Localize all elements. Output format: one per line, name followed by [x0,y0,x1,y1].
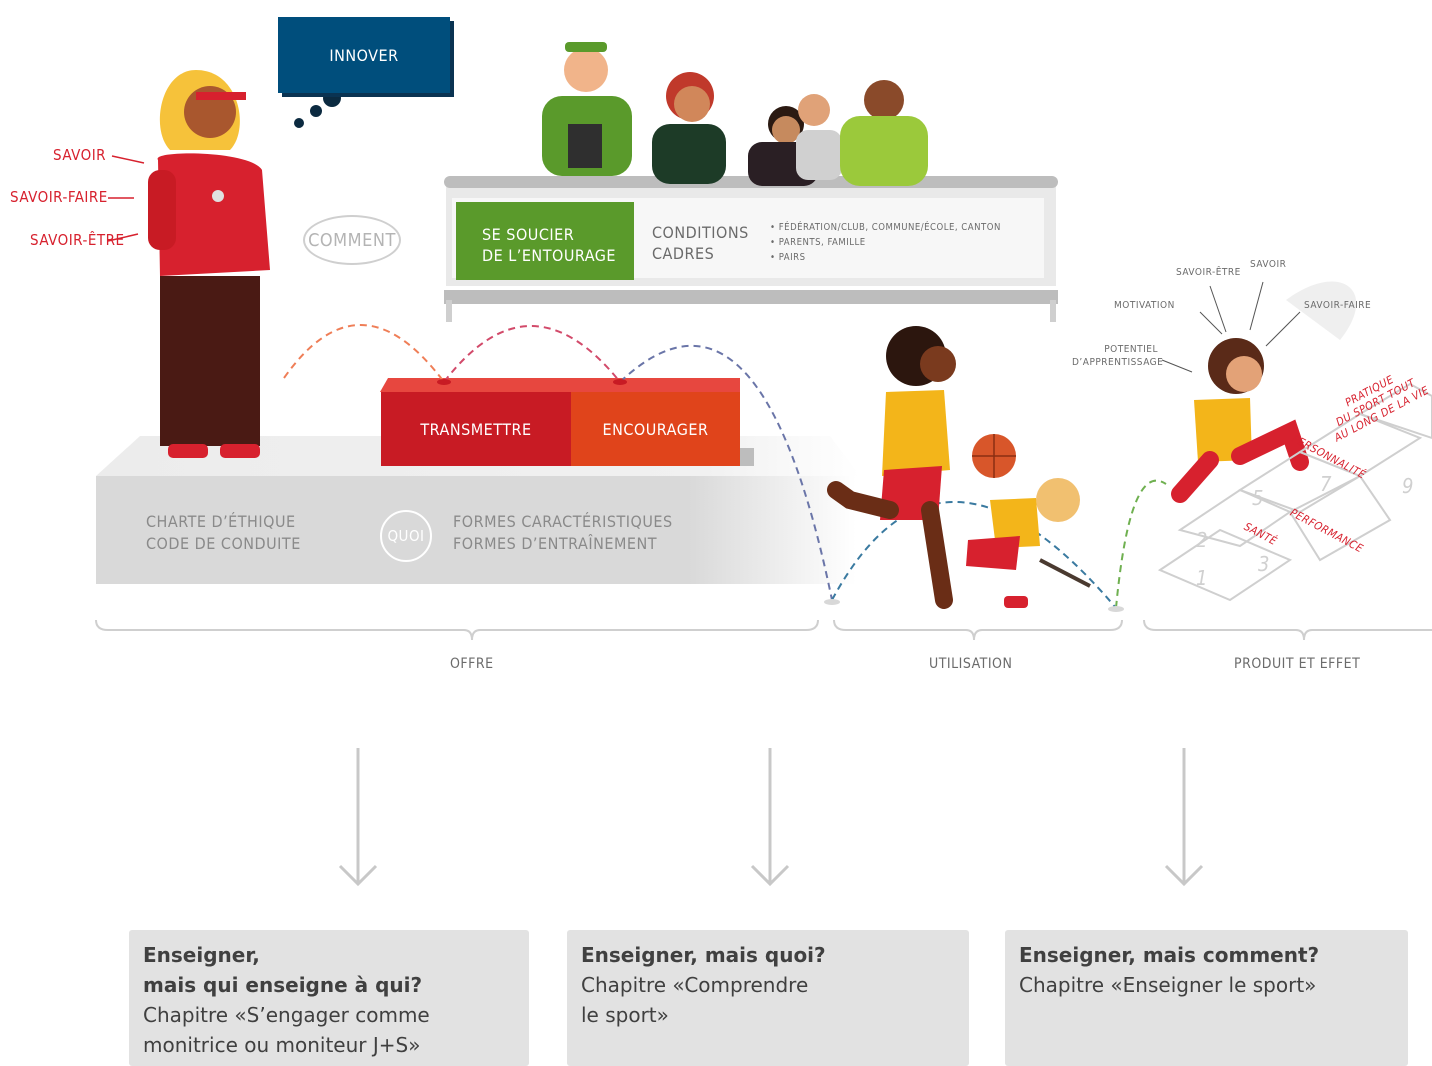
hopscotch-number: 1 [1196,566,1208,590]
bullet-item: • PARENTS, FAMILLE [770,237,866,248]
quoi-circle: QUOI [380,510,432,562]
learner-figure [1171,281,1357,503]
card-comment-body: Chapitre «Enseigner le sport» [1019,973,1317,997]
entourage-title-box: SE SOUCIER DE L’ENTOURAGE [456,202,634,280]
card-qui[interactable]: Enseigner, mais qui enseigne à qui? Chap… [129,930,529,1066]
section-produit-et-effet: PRODUIT ET EFFET [1234,656,1361,672]
thought-dot-3 [294,118,304,128]
card-qui-title-line2: mais qui enseigne à qui? [143,973,423,997]
potentiel-line1: POTENTIEL [1104,344,1158,355]
card-comment-title: Enseigner, mais comment? [1019,943,1320,967]
hopscotch-number: 9 [1402,474,1414,498]
arrow-produit [1164,748,1204,887]
arc-1 [283,324,445,383]
card-quoi-body-line1: Chapitre «Comprendre [581,973,809,997]
brace-produit [1143,619,1432,641]
section-offre: OFFRE [450,656,494,672]
spectators [542,42,928,186]
card-quoi[interactable]: Enseigner, mais quoi? Chapitre «Comprend… [567,930,969,1066]
formes-line1: FORMES CARACTÉRISTIQUES [453,512,673,531]
card-comment[interactable]: Enseigner, mais comment? Chapitre «Ensei… [1005,930,1408,1066]
conditions-cadres: CONDITIONS CADRES [652,222,749,264]
learner-label-potentiel: POTENTIEL D’APPRENTISSAGE [1072,343,1164,369]
card-qui-body-line1: Chapitre «S’engager comme [143,1003,430,1027]
formes-line2: FORMES D’ENTRAÎNEMENT [453,534,658,553]
arrow-offre [338,748,378,887]
platform-front [96,476,856,584]
encourager-block: ENCOURAGER [571,392,740,466]
card-qui-body-line2: monitrice ou moniteur J+S» [143,1033,421,1057]
card-qui-title-line1: Enseigner, [143,943,260,967]
arc-5 [1115,479,1167,609]
innover-box: INNOVER [278,17,450,93]
brace-offre [95,619,819,641]
girl-figure [827,326,1016,609]
comment-oval: COMMENT [303,215,401,265]
hopscotch-number: 2 [1196,528,1208,552]
card-quoi-body-line2: le sport» [581,1003,669,1027]
brace-utilisation [833,619,1123,641]
charte-line2: CODE DE CONDUITE [146,534,301,553]
bullet-item: • PAIRS [770,252,806,263]
coach-label-savoir-faire: SAVOIR-FAIRE [10,188,108,206]
arrow-utilisation [750,748,790,887]
formes-text: FORMES CARACTÉRISTIQUES FORMES D’ENTRAÎN… [453,511,673,555]
conditions-line1: CONDITIONS [652,223,749,242]
hopscotch-number: 5 [1252,486,1264,510]
learner-label-motivation: MOTIVATION [1114,300,1175,311]
learner-label-savoir: SAVOIR [1250,259,1287,270]
section-utilisation: UTILISATION [929,656,1013,672]
potentiel-line2: D’APPRENTISSAGE [1072,357,1164,368]
hopscotch-grid [1157,382,1432,602]
arc-3 [619,344,833,601]
learner-label-savoir-etre: SAVOIR-ÊTRE [1176,267,1241,278]
thought-dot-2 [310,105,322,117]
coach-label-savoir-etre: SAVOIR-ÊTRE [30,231,125,249]
thought-dot-1 [323,89,341,107]
coach-label-savoir: SAVOIR [53,146,107,164]
hopscotch-number: 3 [1258,552,1270,576]
card-quoi-title: Enseigner, mais quoi? [581,943,826,967]
entourage-title-line2: DE L’ENTOURAGE [482,246,617,265]
coach-figure [148,70,270,458]
conditions-line2: CADRES [652,244,715,263]
transmettre-block: TRANSMETTRE [381,392,571,466]
charte-text: CHARTE D’ÉTHIQUE CODE DE CONDUITE [146,511,301,555]
charte-line1: CHARTE D’ÉTHIQUE [146,512,296,531]
hopscotch-number: 7 [1320,472,1332,496]
entourage-title-line1: SE SOUCIER [482,225,575,244]
bullet-item: • FÉDÉRATION/CLUB, COMMUNE/ÉCOLE, CANTON [770,222,1001,233]
learner-label-savoir-faire: SAVOIR-FAIRE [1304,300,1372,311]
boy-figure [966,478,1091,608]
entourage-bullets: • FÉDÉRATION/CLUB, COMMUNE/ÉCOLE, CANTON… [770,220,1001,265]
arc-2 [443,325,621,383]
